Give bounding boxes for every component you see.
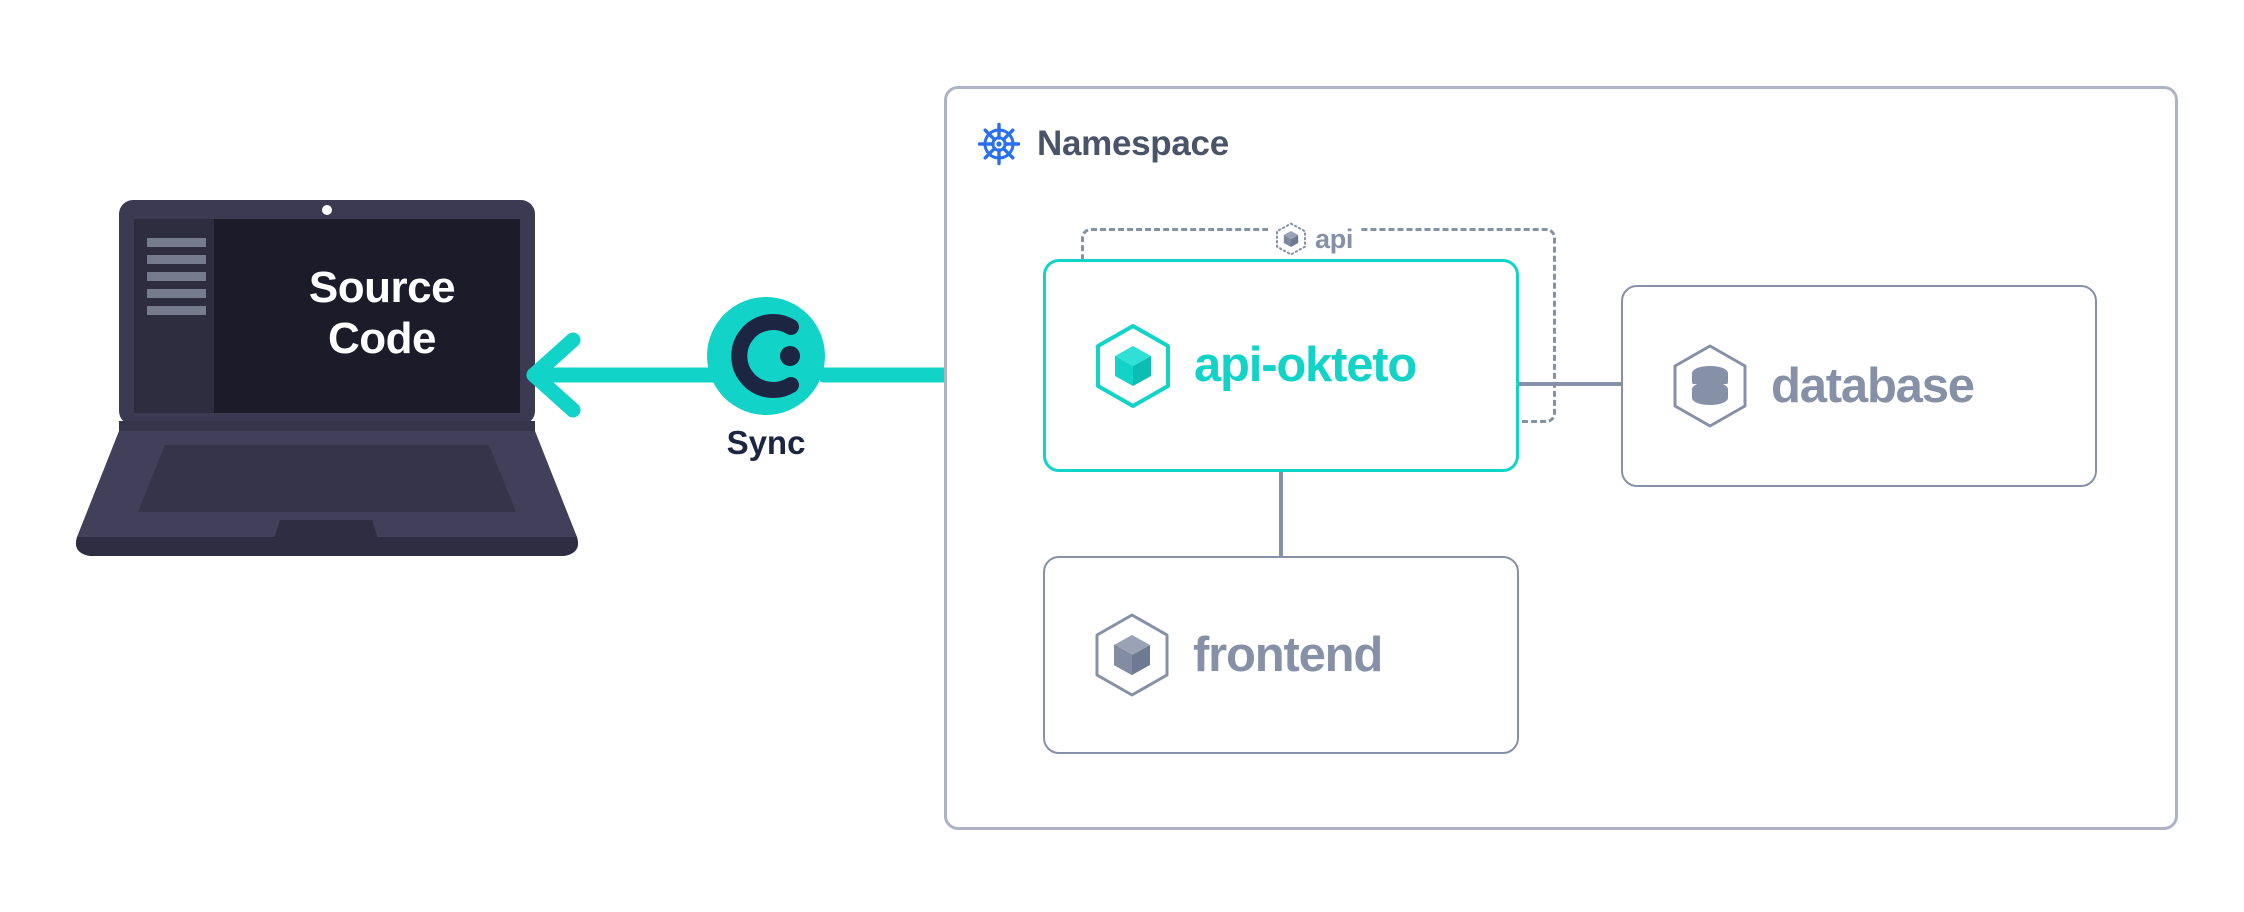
okteto-sync-group: Sync	[707, 297, 847, 507]
laptop-trackpad	[273, 520, 379, 542]
connector-api-to-database	[1515, 382, 1625, 386]
connector-api-to-frontend	[1279, 470, 1283, 560]
database-cylinder	[1692, 366, 1728, 405]
namespace-title: Namespace	[1037, 124, 1229, 163]
service-api-okteto-label: api-okteto	[1194, 338, 1417, 392]
laptop-screen-label: Source Code	[308, 263, 456, 364]
service-frontend[interactable]: frontend	[1043, 556, 1519, 754]
laptop-webcam-icon	[322, 205, 332, 215]
service-database[interactable]: database	[1621, 285, 2097, 487]
dotted-hexagon-cube-icon	[1276, 222, 1306, 256]
namespace-header: Namespace	[977, 122, 1229, 166]
service-frontend-label: frontend	[1193, 627, 1383, 682]
namespace-container: Namespace api	[944, 86, 2178, 830]
kubernetes-helm-icon	[977, 122, 1021, 166]
laptop-keyboard-area	[138, 445, 516, 512]
api-group-label: api	[1268, 222, 1360, 256]
hexagon-database-icon	[1673, 344, 1747, 428]
sync-dot-glyph	[780, 346, 800, 366]
laptop-hinge	[119, 421, 535, 431]
api-group-label-text: api	[1315, 223, 1354, 254]
hexagon-cube-icon	[1095, 613, 1169, 697]
source-code-laptop: Source Code	[72, 200, 582, 565]
laptop-front-lip	[75, 537, 579, 556]
hexagon-cube-icon	[1096, 323, 1170, 408]
sync-c-glyph	[731, 314, 799, 398]
service-database-label: database	[1771, 358, 1975, 413]
service-api-okteto[interactable]: api-okteto	[1043, 259, 1519, 472]
okteto-logo-icon	[707, 297, 825, 415]
arrow-left-head	[526, 332, 581, 418]
laptop-sidebar-bars	[147, 238, 206, 315]
arrow-left-to-laptop	[526, 332, 730, 418]
laptop-illustration	[75, 200, 579, 556]
laptop-sidebar	[134, 219, 214, 413]
sync-label: Sync	[726, 424, 806, 461]
